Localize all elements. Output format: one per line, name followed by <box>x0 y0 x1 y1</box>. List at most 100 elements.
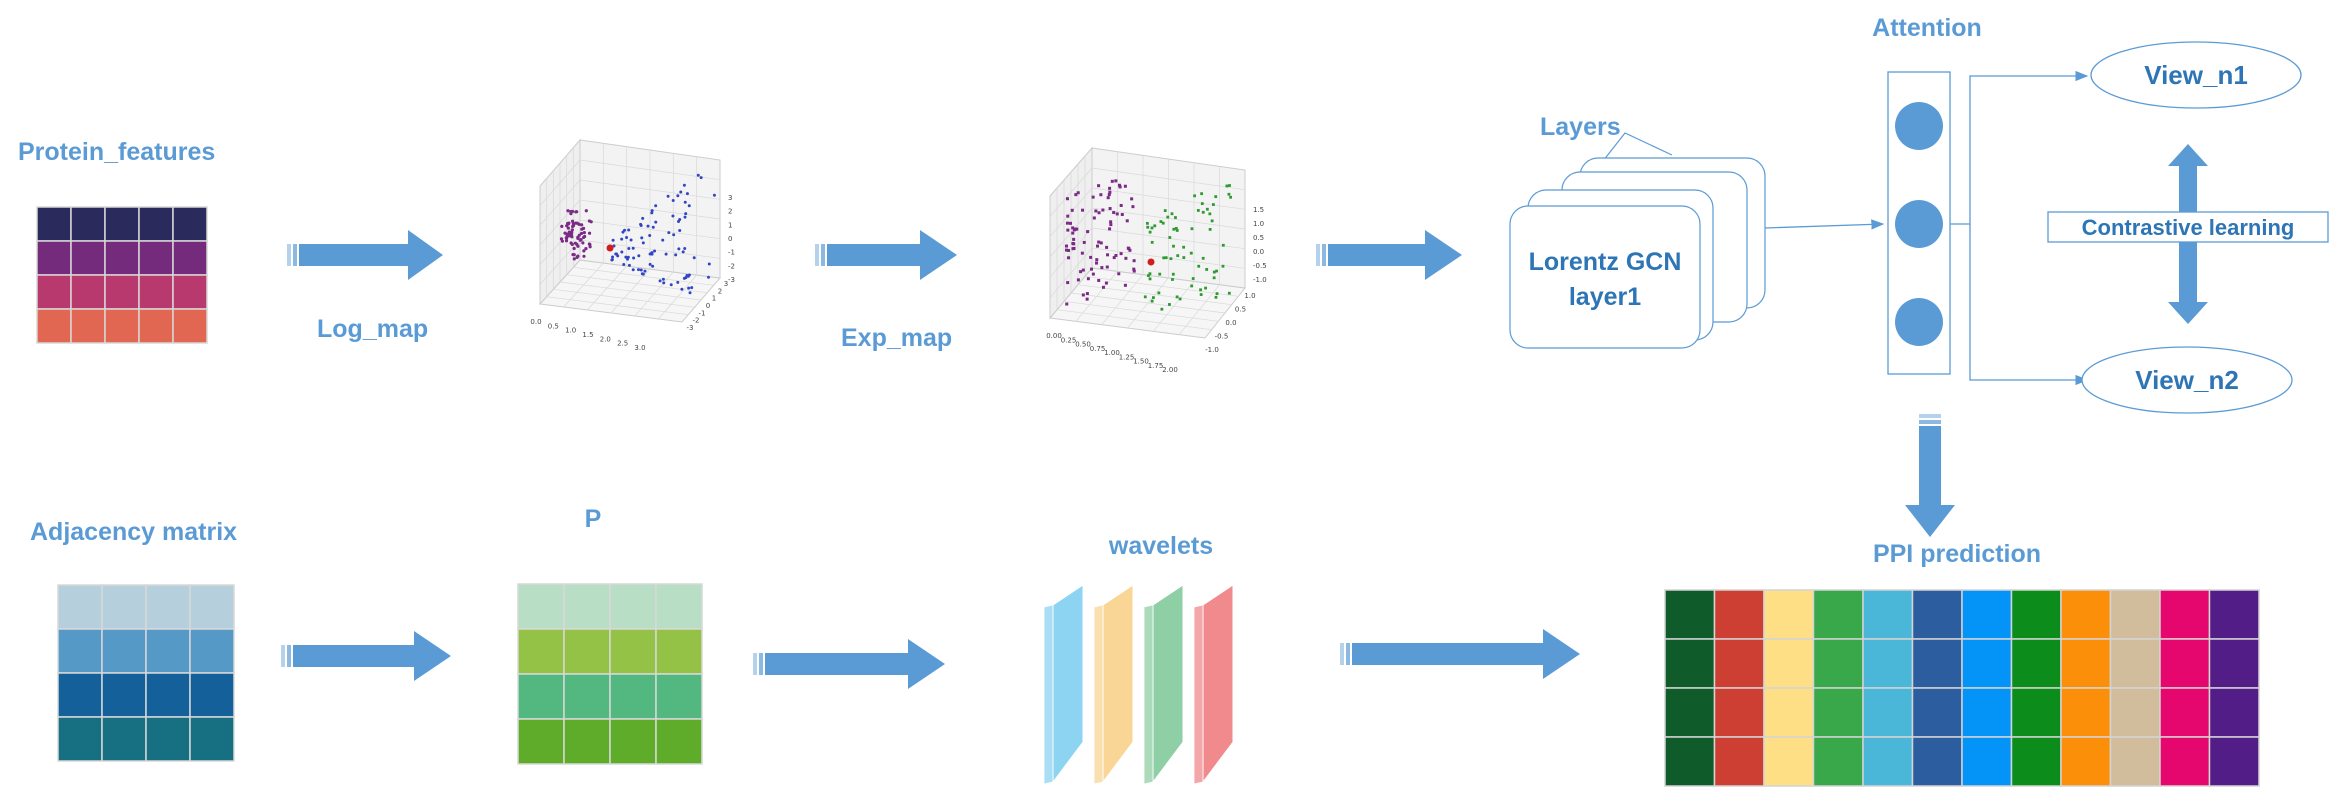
plot-point <box>1221 243 1225 247</box>
protein-features-cell <box>172 240 208 276</box>
plot-tick-label: -1 <box>699 309 706 317</box>
p-matrix-cell <box>563 628 611 675</box>
attention-block <box>1887 71 1951 375</box>
plot-point <box>575 242 579 247</box>
plot-point <box>687 286 691 290</box>
plot-point <box>1193 194 1196 198</box>
plot-point <box>615 252 619 256</box>
plot-point <box>1085 297 1089 301</box>
protein-features-label: Protein_features <box>18 138 215 166</box>
plot-point <box>1092 216 1096 220</box>
plot-point <box>1066 281 1070 285</box>
plot-point <box>1114 179 1118 183</box>
plot-point <box>1074 193 1078 197</box>
plot-tick-label: -3 <box>687 324 694 332</box>
plot-point <box>1190 284 1194 288</box>
plot-point <box>637 268 641 272</box>
plot-point <box>624 255 628 259</box>
p-matrix-cell <box>609 718 657 765</box>
protein-features-cell <box>36 206 72 242</box>
plot-point <box>678 218 682 222</box>
plot-point <box>1104 281 1108 285</box>
plot-point <box>631 268 635 272</box>
ppi-cell <box>1664 687 1716 738</box>
plot-point <box>566 226 570 230</box>
plot-point <box>712 193 716 197</box>
plot-point <box>1082 240 1086 244</box>
exp-map-3d-plot: 0.000.250.500.751.001.251.501.752.00-1.0… <box>1046 146 1267 374</box>
plot-point <box>1066 214 1070 218</box>
plot-point <box>640 236 644 240</box>
plot-tick-label: 1.75 <box>1148 362 1164 370</box>
plot-point <box>1090 267 1094 271</box>
plot-point <box>683 215 687 219</box>
plot-tick-label: 0 <box>728 235 732 243</box>
ppi-cell <box>1664 638 1716 689</box>
wavelet-panel <box>1202 584 1234 784</box>
plot-point <box>1152 296 1155 300</box>
plot-tick-label: 1.0 <box>565 327 576 335</box>
plot-point <box>661 238 665 242</box>
plot-point <box>1105 245 1109 249</box>
arrow-expmap-to-layers <box>1316 230 1462 280</box>
ppi-cell <box>2010 589 2062 640</box>
plot-point <box>1145 221 1149 225</box>
plot-point <box>581 226 586 230</box>
plot-point <box>1214 295 1218 299</box>
protein-features-matrix <box>36 206 208 344</box>
plot-tick-label: -1.0 <box>1205 346 1219 354</box>
plot-point <box>658 279 662 283</box>
plot-point <box>1101 285 1105 289</box>
plot-point <box>564 239 569 243</box>
plot-tick-label: 1.5 <box>1253 206 1264 214</box>
ppi-cell <box>1713 638 1765 689</box>
ppi-cell <box>2060 687 2112 738</box>
plot-tick-label: 1.0 <box>1253 220 1264 228</box>
plot-gridline <box>1178 284 1220 335</box>
plot-point <box>696 173 700 177</box>
plot-point <box>587 231 592 235</box>
plot-point <box>1189 251 1193 255</box>
plot-tick-label: 3 <box>728 194 732 202</box>
ppi-cell <box>1862 589 1914 640</box>
plot-point <box>1109 220 1113 224</box>
p-matrix-cell <box>517 673 565 720</box>
plot-point <box>679 190 683 194</box>
plot-point <box>1200 202 1204 206</box>
plot-point <box>1211 203 1215 206</box>
plot-point <box>676 194 680 198</box>
plot-point <box>570 228 574 232</box>
plot-point <box>1076 191 1080 195</box>
plot-tick-label: 0.0 <box>1253 248 1264 256</box>
wavelet-panel-edge <box>1093 604 1104 785</box>
plot-point <box>640 272 644 276</box>
ppi-prediction-matrix <box>1664 589 2260 787</box>
plot-point <box>1065 244 1069 248</box>
ppi-cell <box>1911 638 1963 689</box>
plot-point <box>666 194 670 198</box>
plot-point <box>1106 196 1110 200</box>
attention-node-1 <box>1895 102 1943 150</box>
plot-tick-label: -1.0 <box>1253 276 1267 284</box>
plot-point <box>627 228 631 232</box>
plot-point <box>1086 230 1090 234</box>
plot-point <box>639 268 643 272</box>
plot-point <box>570 209 575 214</box>
plot-point <box>575 221 579 225</box>
plot-tick-label: 1.25 <box>1119 353 1135 361</box>
contrastive-learning-label: Contrastive learning <box>2082 215 2295 240</box>
protein-features-cell <box>36 274 72 310</box>
wavelet-panel <box>1152 584 1184 784</box>
plot-point <box>1070 208 1074 212</box>
plot-point <box>688 291 692 295</box>
plot-point <box>1204 286 1207 290</box>
plot-point <box>584 246 588 251</box>
protein-features-cell <box>104 206 140 242</box>
ppi-cell <box>1961 736 2013 787</box>
plot-point <box>1215 269 1218 273</box>
plot-tick-label: 3 <box>724 280 728 288</box>
plot-point <box>574 210 578 214</box>
plot-point <box>1091 272 1095 276</box>
ppi-cell <box>1961 687 2013 738</box>
